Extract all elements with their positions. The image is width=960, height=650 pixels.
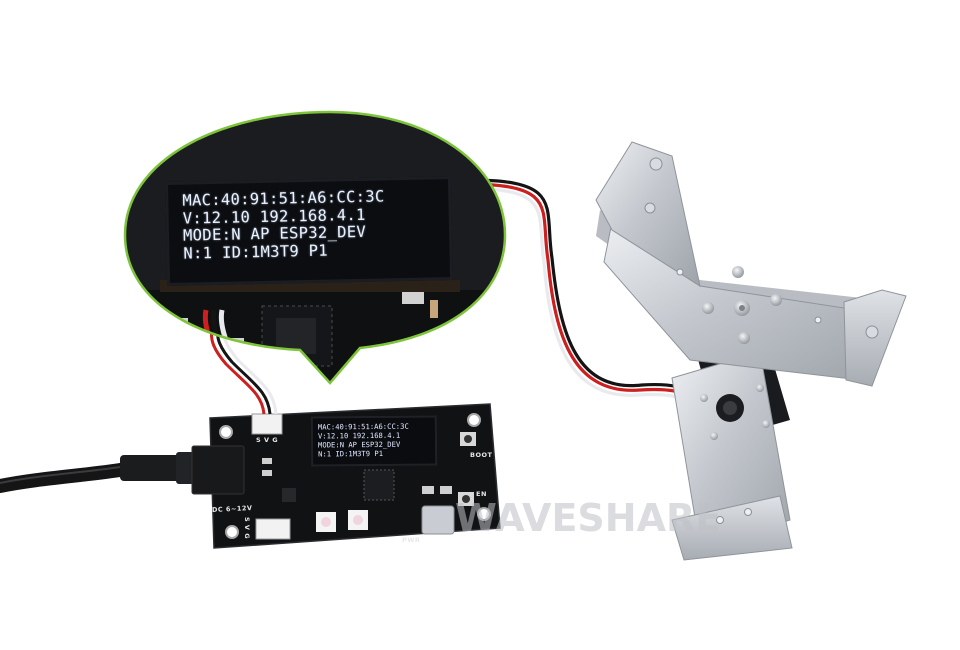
silk-servo-header-top: S V G [256, 436, 279, 444]
silk-servo-header-bottom: S V G [243, 516, 252, 540]
silk-en-button: EN [476, 490, 487, 498]
oled-line-id: N:1 ID:1M3T9 P1 [183, 241, 329, 263]
board-oled-line-id: N:1 ID:1M3T9 P1 [318, 448, 384, 459]
magnified-oled-screen: MAC:40:91:51:A6:CC:3C V:12.10 192.168.4.… [164, 176, 454, 286]
silk-boot-button: BOOT [470, 451, 493, 459]
brand-watermark: WAVESHARE [455, 496, 722, 540]
servo-bracket [595, 141, 907, 561]
servo-cable [468, 178, 704, 407]
power-cable [0, 452, 204, 493]
board-oled-screen: MAC:40:91:51:A6:CC:3C V:12.10 192.168.4.… [310, 415, 438, 467]
silk-pwr-led: PWR [402, 536, 421, 544]
